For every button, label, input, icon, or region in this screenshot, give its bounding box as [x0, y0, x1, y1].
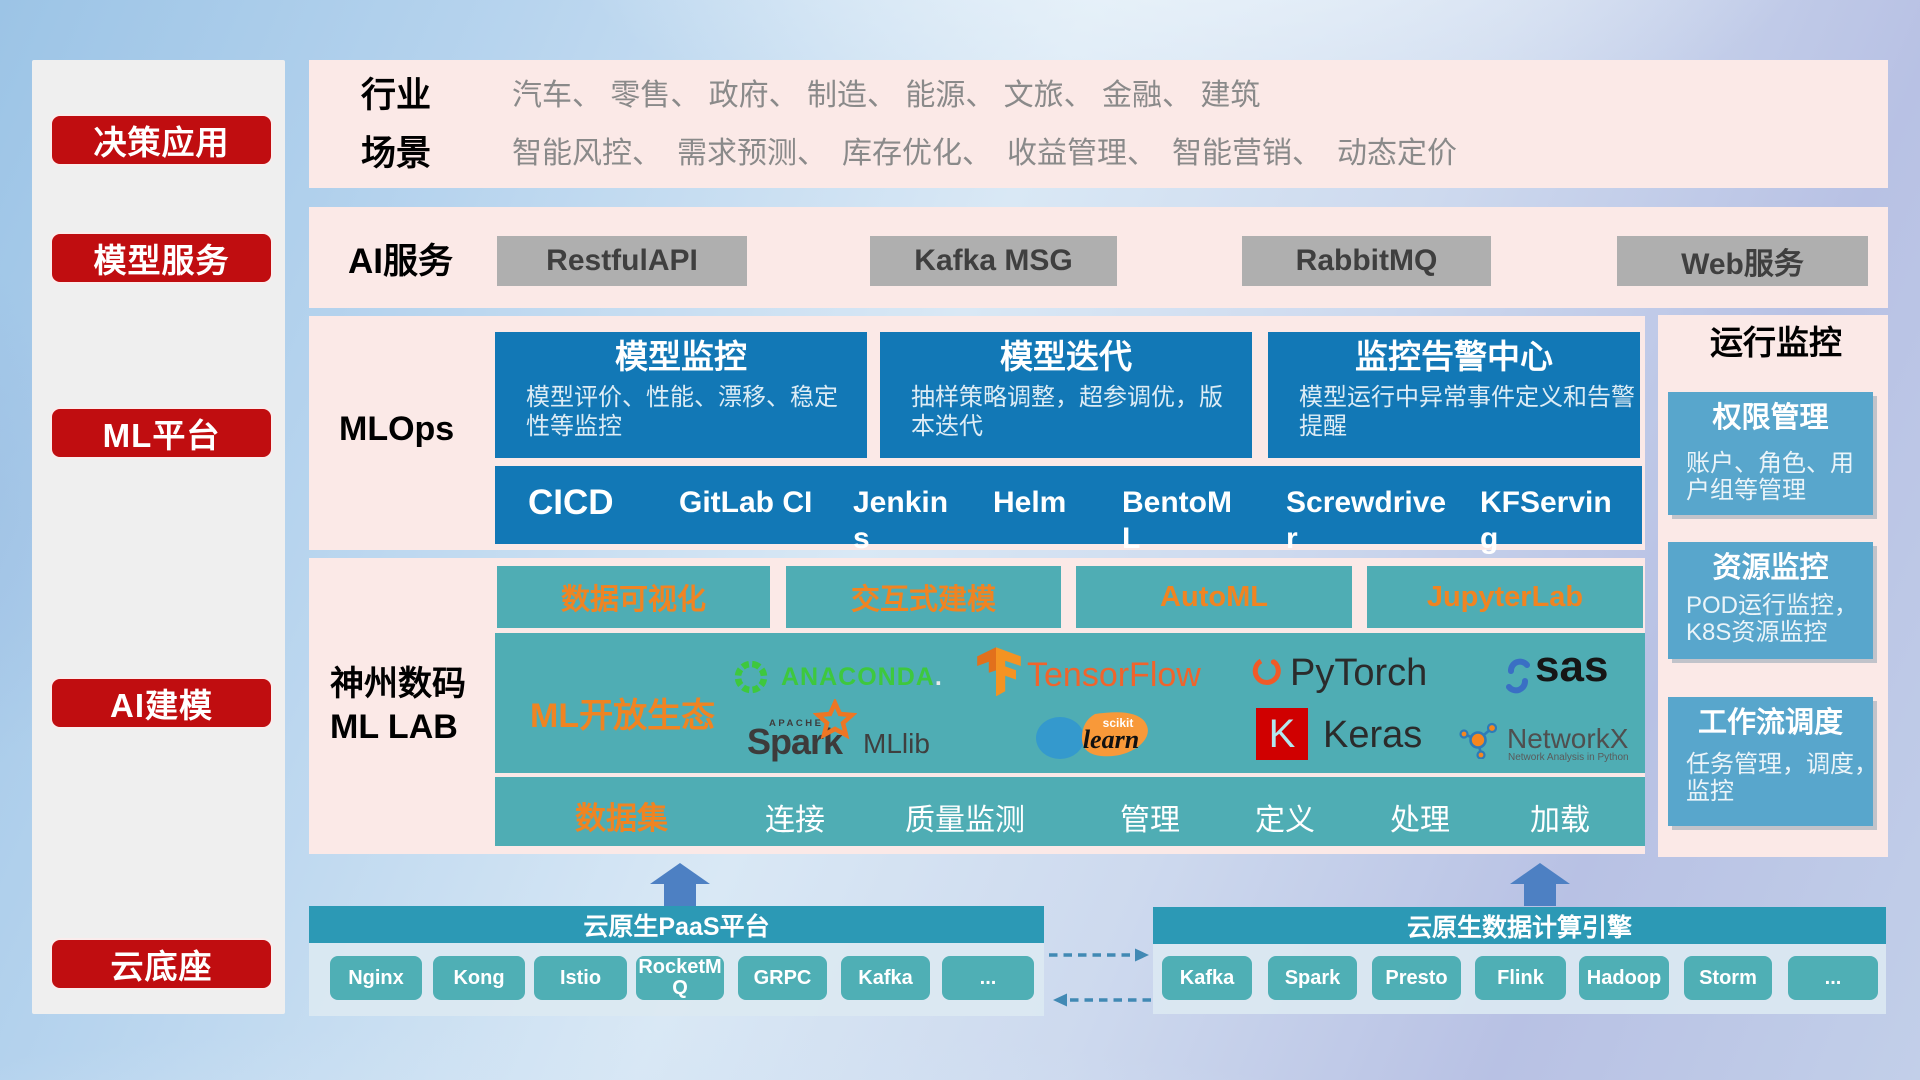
svg-text:learn: learn: [1083, 725, 1139, 754]
svg-text:scikit: scikit: [1103, 716, 1134, 730]
